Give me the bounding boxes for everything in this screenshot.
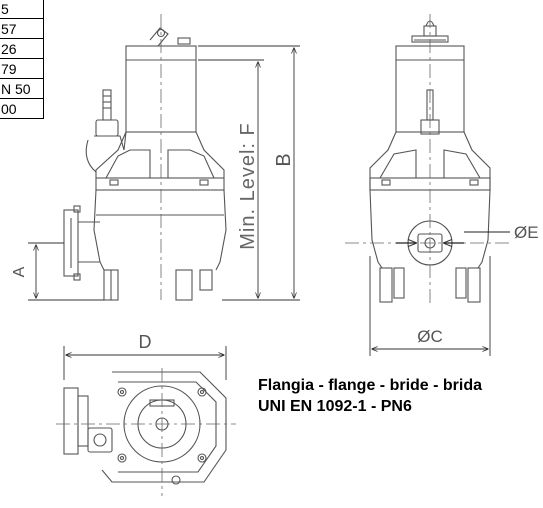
dimensions-table: 5 57 26 79 N 50 00: [0, 0, 44, 119]
dimension-c: [369, 256, 491, 356]
label-d: D: [139, 332, 152, 352]
dimension-e: [396, 231, 510, 243]
cable-gland: [85, 89, 127, 173]
dimension-d: [63, 346, 227, 380]
table-row: 00: [0, 98, 44, 119]
dimension-f: [198, 59, 264, 298]
table-cell: 00: [0, 98, 44, 119]
flange-caption-line1: Flangia - flange - bride - brida: [258, 377, 483, 394]
table-row: 26: [0, 38, 44, 59]
outlet-flange: [63, 205, 81, 281]
label-f: Min. Level: F: [237, 122, 259, 249]
label-b: B: [273, 153, 295, 166]
label-a: A: [11, 266, 28, 277]
outlet-pipe: [78, 221, 100, 263]
dimension-b: [198, 45, 300, 301]
flange-caption-line2: UNI EN 1092-1 - PN6: [258, 398, 412, 415]
dimension-a: [28, 242, 104, 301]
pump-side-view: [63, 27, 227, 301]
pump-feet: [103, 269, 213, 301]
label-e: ØE: [514, 223, 539, 242]
table-row: 57: [0, 18, 44, 39]
pump-top-view: [63, 371, 227, 485]
label-c: ØC: [417, 327, 443, 346]
table-cell: 26: [0, 38, 44, 59]
table-cell: 57: [0, 18, 44, 39]
